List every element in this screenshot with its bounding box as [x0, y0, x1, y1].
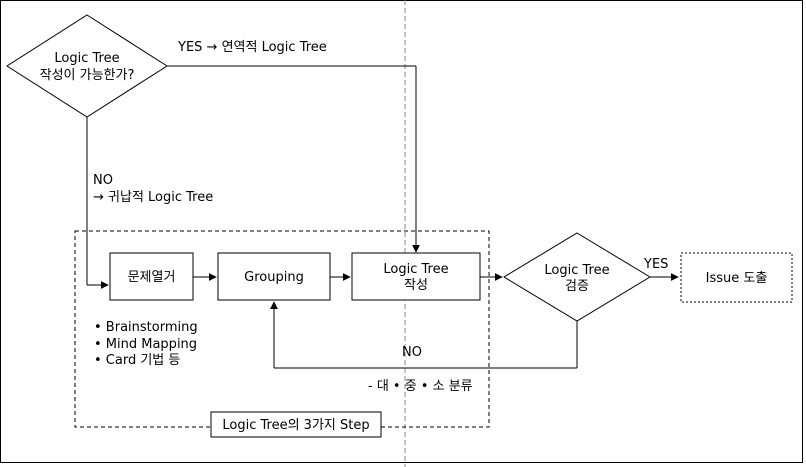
decision-logic-tree-possible: [6, 14, 168, 118]
yes-branch-label: YES → 연역적 Logic Tree: [177, 40, 327, 55]
step1-label: 문제열거: [128, 270, 176, 285]
no-branch-label-line1: NO: [93, 173, 113, 188]
decision2-line2: 검증: [565, 279, 589, 294]
step2-label: Grouping: [244, 270, 304, 285]
method-brainstorming: • Brainstorming: [94, 320, 198, 335]
step-logic-tree-write-box: [351, 252, 481, 301]
method-card: • Card 기법 등: [94, 353, 180, 368]
decision1-line1: Logic Tree: [54, 51, 119, 66]
steps-group-box: [74, 230, 490, 428]
result-issue-box: [680, 252, 793, 303]
result-label: Issue 도출: [706, 271, 768, 286]
decision1-line2: 작성이 가능한가?: [40, 68, 135, 83]
feedback-no-label: NO: [402, 345, 422, 360]
yes2-label: YES: [643, 257, 668, 272]
classification-label: - 대 • 중 • 소 분류: [368, 379, 473, 394]
step-grouping-box: [217, 252, 331, 301]
no-branch-label-line2: → 귀납적 Logic Tree: [93, 190, 213, 205]
step3-line1: Logic Tree: [383, 262, 448, 277]
group-title-box: [210, 411, 382, 438]
decision2-line1: Logic Tree: [544, 263, 609, 278]
method-mind-mapping: • Mind Mapping: [94, 337, 197, 352]
group-title-label: Logic Tree의 3가지 Step: [222, 418, 369, 433]
step3-line2: 작성: [404, 278, 428, 293]
